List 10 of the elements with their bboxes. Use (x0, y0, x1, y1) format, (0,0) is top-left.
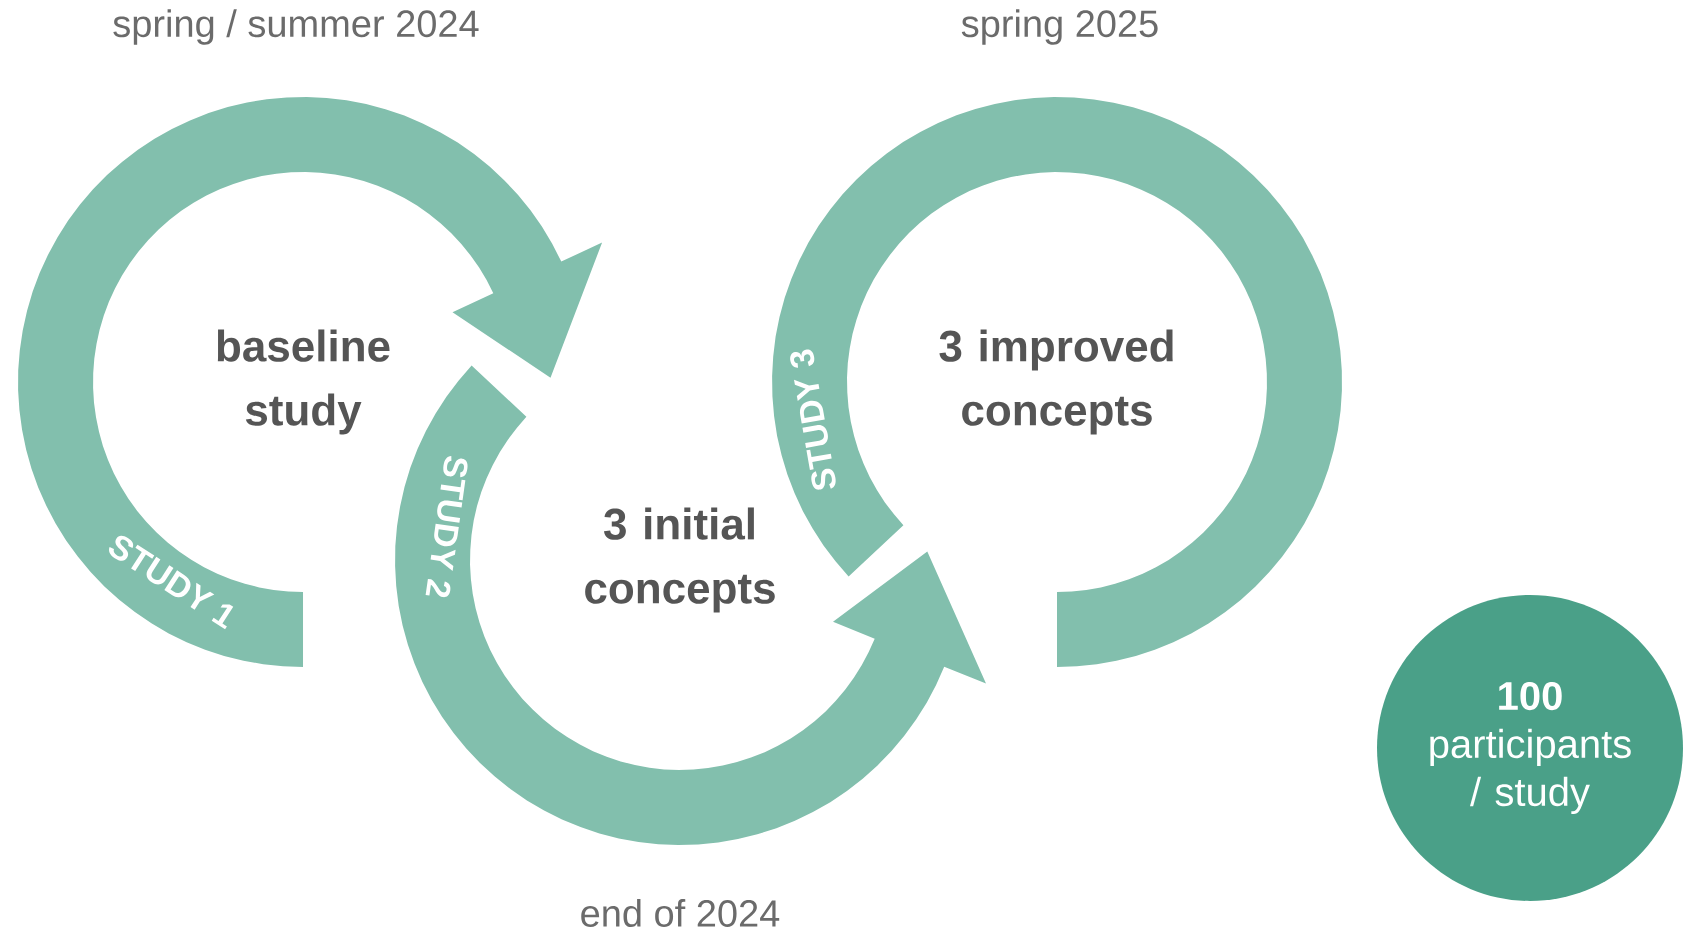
band-label: STUDY 2 (425, 456, 468, 598)
center-text: baseline study (217, 329, 390, 435)
date-label: spring / summer 2024 (113, 9, 479, 45)
center-text: 3 initial concepts (585, 507, 775, 613)
band-label: STUDY 3 (790, 349, 836, 490)
center-text: 3 improved concepts (939, 329, 1173, 435)
curved-arrow (395, 365, 986, 845)
curved-arrow (18, 97, 603, 667)
date-label: end of 2024 (581, 899, 780, 927)
date-label: spring 2025 (961, 9, 1158, 45)
